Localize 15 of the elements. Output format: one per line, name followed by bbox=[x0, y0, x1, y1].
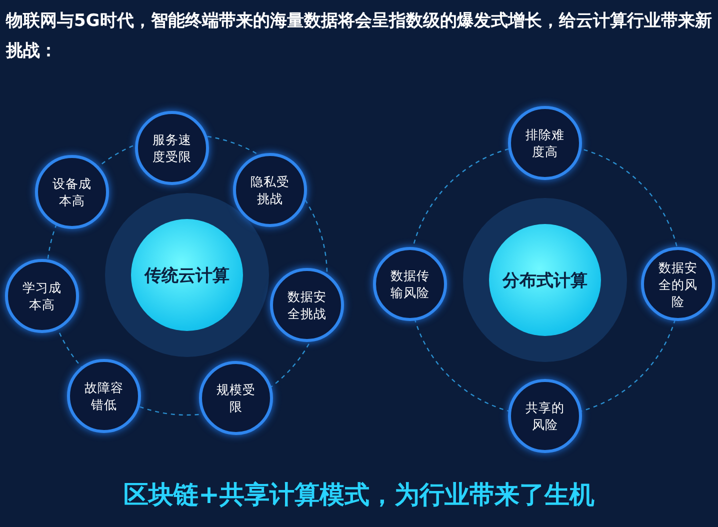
center-circle: 传统云计算 bbox=[131, 219, 243, 331]
center-circle: 分布式计算 bbox=[489, 224, 601, 336]
topic-circle: 规模受限 bbox=[199, 361, 273, 435]
caption: 区块链+共享计算模式，为行业带来了生机 bbox=[122, 479, 596, 511]
topic-circle: 隐私受挑战 bbox=[233, 153, 307, 227]
topic-circle: 排除难度高 bbox=[508, 106, 582, 180]
topic-circle: 数据传输风险 bbox=[373, 247, 447, 321]
topic-circle: 数据安全挑战 bbox=[270, 268, 344, 342]
topic-circle: 数据安全的风险 bbox=[641, 247, 715, 321]
title: 物联网与5G时代，智能终端带来的海量数据将会呈指数级的爆发式增长，给云计算行业带来新挑战： bbox=[6, 10, 712, 63]
topic-circle: 故障容错低 bbox=[67, 359, 141, 433]
topic-circle: 设备成本高 bbox=[35, 155, 109, 229]
topic-circle: 学习成本高 bbox=[5, 259, 79, 333]
topic-circle: 共享的风险 bbox=[508, 379, 582, 453]
topic-circle: 服务速度受限 bbox=[135, 111, 209, 185]
